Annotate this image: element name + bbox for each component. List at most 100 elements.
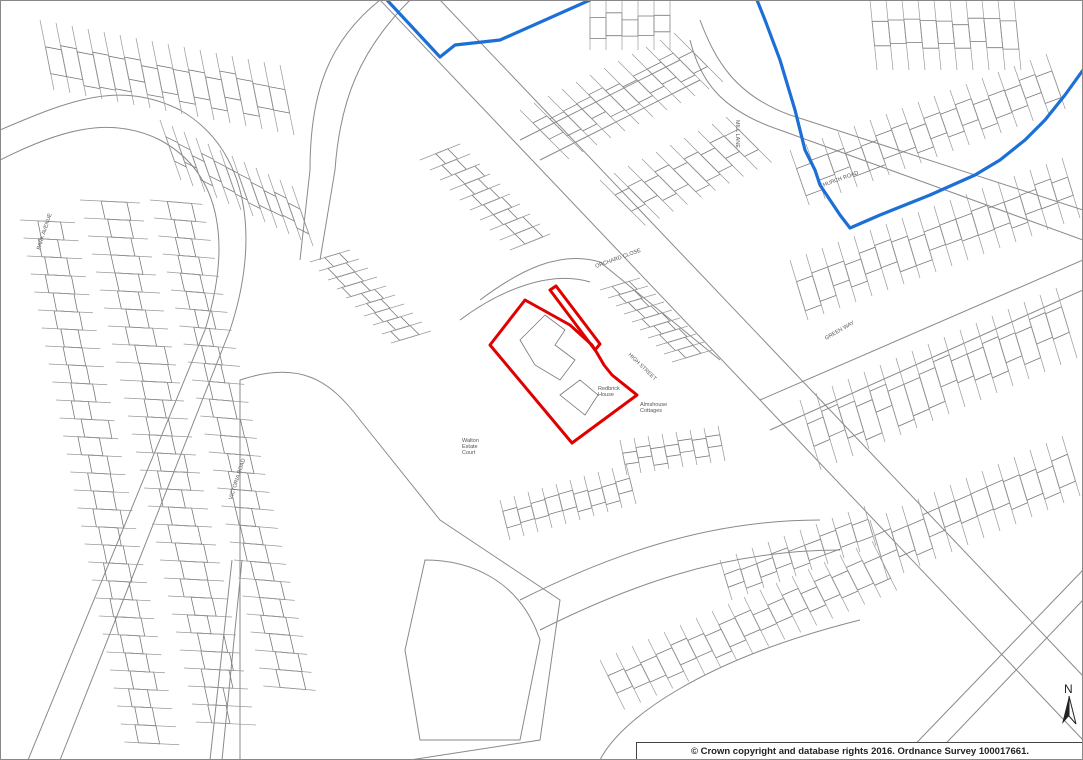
plot-line [345, 285, 387, 299]
plot-line [663, 341, 705, 355]
plot-line [390, 330, 432, 344]
plot-line [711, 123, 758, 170]
plot-line [119, 379, 181, 384]
plot-line [84, 543, 140, 548]
plot-line [1013, 456, 1033, 518]
plot-line [1013, 65, 1034, 122]
plot-line [175, 631, 237, 636]
plot-line [933, 491, 953, 553]
plot-line [855, 547, 882, 598]
plot-line [191, 379, 245, 385]
plot-line [821, 247, 841, 309]
site-buildings [519, 314, 599, 416]
ward-boundary-line [385, 0, 1083, 230]
plot-line [318, 258, 360, 272]
plot-line [183, 667, 245, 672]
plot-line [1023, 301, 1046, 373]
plot-line [981, 0, 990, 71]
plot-line [1013, 175, 1033, 237]
plot-line [52, 381, 108, 386]
plot-line [949, 0, 958, 71]
plot-line [139, 469, 201, 474]
plot-line [743, 596, 770, 647]
plot-line [949, 484, 969, 546]
plot-line [66, 453, 122, 458]
site-access-strip[interactable] [548, 284, 602, 352]
plot-line [73, 489, 130, 494]
plot-line [327, 267, 369, 281]
plot-line [689, 429, 698, 466]
plot-line [120, 723, 176, 728]
plot-line [27, 255, 83, 260]
plot-line [123, 397, 185, 402]
plot-line [965, 0, 974, 71]
plot-line [569, 479, 581, 521]
plot-line [895, 357, 918, 429]
plot-line [469, 193, 511, 211]
plot-line [63, 435, 119, 440]
plot-line [37, 309, 94, 314]
plot-line [965, 193, 985, 255]
plot-line [863, 371, 886, 443]
plot-line [291, 185, 314, 247]
plot-line [725, 116, 772, 163]
plot-line [147, 505, 209, 510]
plot-line [55, 22, 71, 94]
plot-line [789, 149, 810, 206]
plot-line [255, 167, 278, 229]
plot-line [479, 203, 521, 221]
plot-line [917, 211, 937, 273]
plot-line [158, 235, 211, 241]
plot-line [30, 273, 86, 278]
plot-line [831, 517, 845, 559]
plot-line [727, 603, 754, 654]
plot-line [499, 223, 541, 241]
plot-line [659, 39, 710, 90]
plot-line [837, 131, 858, 188]
site-boundary-outline[interactable] [488, 298, 639, 445]
plot-line [775, 582, 802, 633]
plot-line [45, 345, 101, 350]
court-label-line: Court [462, 450, 476, 456]
plot-line [1055, 287, 1078, 359]
copyright-notice: © Crown copyright and database rights 20… [636, 742, 1083, 760]
plot-line [115, 361, 177, 366]
plot-line [767, 541, 781, 583]
plot-line [789, 259, 809, 321]
plot-line [187, 361, 241, 367]
plot-line [869, 229, 889, 291]
plot-line [815, 523, 829, 565]
plot-line [59, 417, 115, 422]
plot-line [965, 83, 986, 140]
plot-line [575, 81, 626, 132]
plot-line [107, 325, 169, 330]
plot-line [70, 471, 126, 476]
plot-line [669, 144, 716, 191]
plot-line [91, 579, 148, 584]
plot-line [625, 463, 637, 505]
plot-line [103, 31, 119, 103]
plot-line [48, 363, 104, 368]
plot-line [837, 241, 857, 303]
plot-line [135, 451, 197, 456]
plot-line [151, 523, 213, 528]
plot-line [533, 102, 584, 153]
plot-line [167, 43, 183, 115]
plot-line [149, 199, 203, 205]
plot-line [55, 399, 112, 404]
plot-line [583, 475, 595, 517]
plot-line [95, 597, 151, 602]
plot-line [863, 505, 877, 547]
plot-line [885, 512, 905, 574]
plot-line [599, 277, 641, 291]
plot-line [997, 463, 1017, 525]
plot-line [1013, 0, 1022, 71]
plot-line [847, 378, 870, 450]
plot-line [309, 249, 351, 263]
plot-line [221, 505, 274, 511]
plot-line [823, 561, 850, 612]
plot-line [19, 219, 76, 224]
court-label-line: Estate [462, 444, 478, 450]
